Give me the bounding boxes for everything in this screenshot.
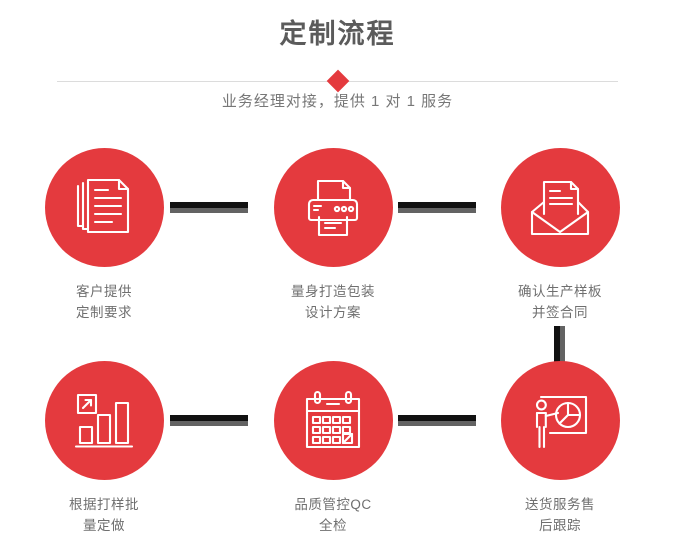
connector-step2-step3: [398, 202, 476, 213]
flow-step-6-circle[interactable]: [500, 361, 620, 480]
page-subtitle: 业务经理对接，提供 1 对 1 服务: [221, 93, 454, 110]
diamond-marker-icon: [326, 69, 349, 93]
flow-step-3-circle[interactable]: [500, 148, 620, 267]
flow-step-5[interactable]: 品质管控QC 全检: [243, 361, 423, 536]
envelope-open-letter-icon: [530, 180, 590, 235]
flow-step-2-label: 量身打造包装 设计方案: [291, 284, 375, 320]
calendar-check-icon: [305, 390, 361, 448]
connector-step1-step2: [170, 202, 248, 213]
presenter-pie-chart-icon: [535, 395, 588, 448]
connector-bar-shade: [170, 421, 248, 426]
header: 定制流程 业务经理对接，提供 1 对 1 服务: [0, 0, 675, 130]
flow-step-5-label: 品质管控QC 全检: [294, 497, 372, 533]
flow-step-4-label: 根据打样批 量定做: [69, 497, 139, 533]
flow-step-4[interactable]: 根据打样批 量定做: [14, 361, 194, 536]
flow-step-2-circle[interactable]: [273, 148, 393, 267]
connector-bar-dark: [398, 202, 476, 208]
page-title: 定制流程: [279, 19, 396, 49]
connector-step4-step5: [170, 415, 248, 426]
flow-step-3[interactable]: 确认生产样板 并签合同: [470, 148, 650, 323]
flow-step-4-circle[interactable]: [44, 361, 164, 480]
flow-diagram: 客户提供 定制要求 量身打造包装 设计方案: [0, 148, 675, 550]
connector-bar-shade: [398, 208, 476, 213]
connector-bar-shade: [170, 208, 248, 213]
flow-step-3-label: 确认生产样板 并签合同: [518, 284, 602, 320]
connector-bar-shade: [398, 421, 476, 426]
documents-stack-icon: [76, 178, 130, 233]
connector-bar-shade: [560, 326, 565, 370]
flow-step-1-circle[interactable]: [44, 148, 164, 267]
flow-step-2[interactable]: 量身打造包装 设计方案: [243, 148, 423, 323]
flow-step-1[interactable]: 客户提供 定制要求: [14, 148, 194, 323]
flow-step-5-circle[interactable]: [273, 361, 393, 480]
connector-bar-dark: [398, 415, 476, 421]
divider: [57, 69, 618, 93]
connector-step5-step6: [398, 415, 476, 426]
connector-bar-dark: [554, 326, 560, 370]
printer-icon: [307, 179, 359, 236]
connector-bar-dark: [170, 202, 248, 208]
flow-step-1-label: 客户提供 定制要求: [76, 284, 132, 320]
bar-chart-growth-icon: [74, 393, 134, 448]
flow-step-6[interactable]: 送货服务售 后跟踪: [470, 361, 650, 536]
connector-bar-dark: [170, 415, 248, 421]
connector-step3-step6: [554, 326, 565, 370]
flow-step-6-label: 送货服务售 后跟踪: [525, 497, 595, 533]
